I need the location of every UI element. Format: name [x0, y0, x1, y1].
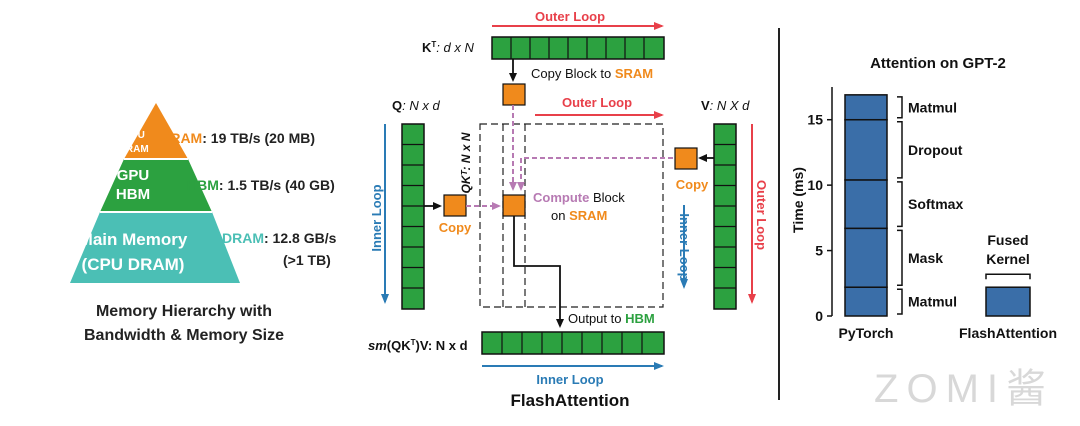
- segment-bracket: [897, 229, 903, 286]
- segment-label: Mask: [908, 250, 943, 266]
- q-matrix: [401, 123, 425, 310]
- fused-kernel-label-2: Kernel: [986, 251, 1030, 267]
- y-tick-label: 0: [815, 308, 823, 324]
- segment-bracket: [897, 181, 903, 228]
- bar-segment: [844, 286, 888, 317]
- sram-bandwidth-label: SRAM: 19 TB/s (20 MB): [161, 130, 315, 146]
- fused-kernel-label-1: Fused: [987, 232, 1028, 248]
- output-to-hbm-label: Output to HBM: [568, 311, 655, 326]
- compute-block: [502, 194, 526, 217]
- fused-kernel-bracket: [985, 273, 1031, 280]
- hbm-tier-subtitle: HBM: [116, 186, 150, 203]
- segment-label: Matmul: [908, 99, 957, 115]
- output-matrix: [481, 331, 665, 355]
- compute-on-sram-label: on SRAM: [551, 208, 607, 223]
- kt-matrix: [491, 36, 665, 60]
- y-tick-label: 5: [815, 243, 823, 259]
- outer-loop-right-label: Outer Loop: [754, 180, 769, 250]
- chart-y-axis-label: Time (ms): [790, 167, 806, 233]
- dram-tier-subtitle: (CPU DRAM): [82, 255, 185, 274]
- q-sram-block: [443, 194, 467, 217]
- outer-loop-mid-label: Outer Loop: [562, 95, 632, 110]
- segment-label: Matmul: [908, 294, 957, 310]
- qkt-matrix-label: QKᵀ: N x N: [459, 132, 473, 193]
- inner-loop-right-label: Inner Loop: [677, 213, 692, 280]
- v-matrix: [713, 123, 737, 310]
- inner-loop-left-label: Inner Loop: [369, 184, 384, 251]
- zomi-watermark: ZOMI酱: [874, 367, 1054, 411]
- outer-loop-top-label: Outer Loop: [535, 9, 605, 24]
- kt-sram-block: [502, 83, 526, 106]
- y-tick-label: 10: [807, 177, 823, 193]
- chart-title: Attention on GPT-2: [870, 55, 1006, 72]
- hbm-bandwidth-label: HBM: 1.5 TB/s (40 GB): [187, 177, 335, 193]
- segment-label: Softmax: [908, 196, 963, 212]
- pyramid-dram-tier: [70, 212, 240, 283]
- bar-segment: [844, 118, 888, 181]
- hbm-tier-title: GPU: [117, 167, 150, 184]
- hierarchy-caption-line1: Memory Hierarchy with: [96, 303, 272, 320]
- bar-segment: [985, 286, 1031, 317]
- v-sram-block: [674, 147, 698, 170]
- y-tick-label: 15: [807, 112, 823, 128]
- bar-segment: [844, 179, 888, 230]
- segment-bracket: [897, 120, 903, 179]
- kt-matrix-label: KT: d x N: [422, 40, 474, 55]
- q-matrix-label: Q: N x d: [392, 98, 440, 113]
- segment-bracket: [897, 288, 903, 315]
- dram-size-label: (>1 TB): [283, 252, 331, 268]
- dram-tier-title: Main Memory: [79, 230, 188, 249]
- flashattention-title: FlashAttention: [511, 391, 630, 410]
- bar-segment: [844, 227, 888, 288]
- v-matrix-label: V: N X d: [701, 98, 750, 113]
- pyramid-hbm-tier: [100, 159, 212, 212]
- compute-block-label: Compute Block: [533, 190, 625, 205]
- x-category-label: PyTorch: [839, 325, 894, 341]
- copy-left-label: Copy: [439, 220, 472, 235]
- hierarchy-caption-line2: Bandwidth & Memory Size: [84, 327, 284, 344]
- copy-block-to-sram-label: Copy Block to SRAM: [531, 66, 653, 81]
- output-matrix-label: sm(QKT)V: N x d: [368, 338, 468, 353]
- copy-right-label: Copy: [676, 177, 709, 192]
- sram-tier-subtitle: SRAM: [119, 144, 148, 155]
- bar-segment: [844, 94, 888, 121]
- inner-loop-bottom-label: Inner Loop: [536, 372, 603, 387]
- sram-tier-title: GPU: [123, 130, 145, 141]
- memory-pyramid: GPU SRAM GPU HBM Main Memory (CPU DRAM): [70, 103, 240, 283]
- dram-bandwidth-label: DRAM: 12.8 GB/s: [222, 230, 337, 246]
- segment-bracket: [897, 96, 903, 119]
- segment-label: Dropout: [908, 142, 963, 158]
- x-category-label: FlashAttention: [959, 325, 1057, 341]
- pyramid-sram-tier: [124, 103, 188, 159]
- qkt-matrix-region: [479, 123, 664, 308]
